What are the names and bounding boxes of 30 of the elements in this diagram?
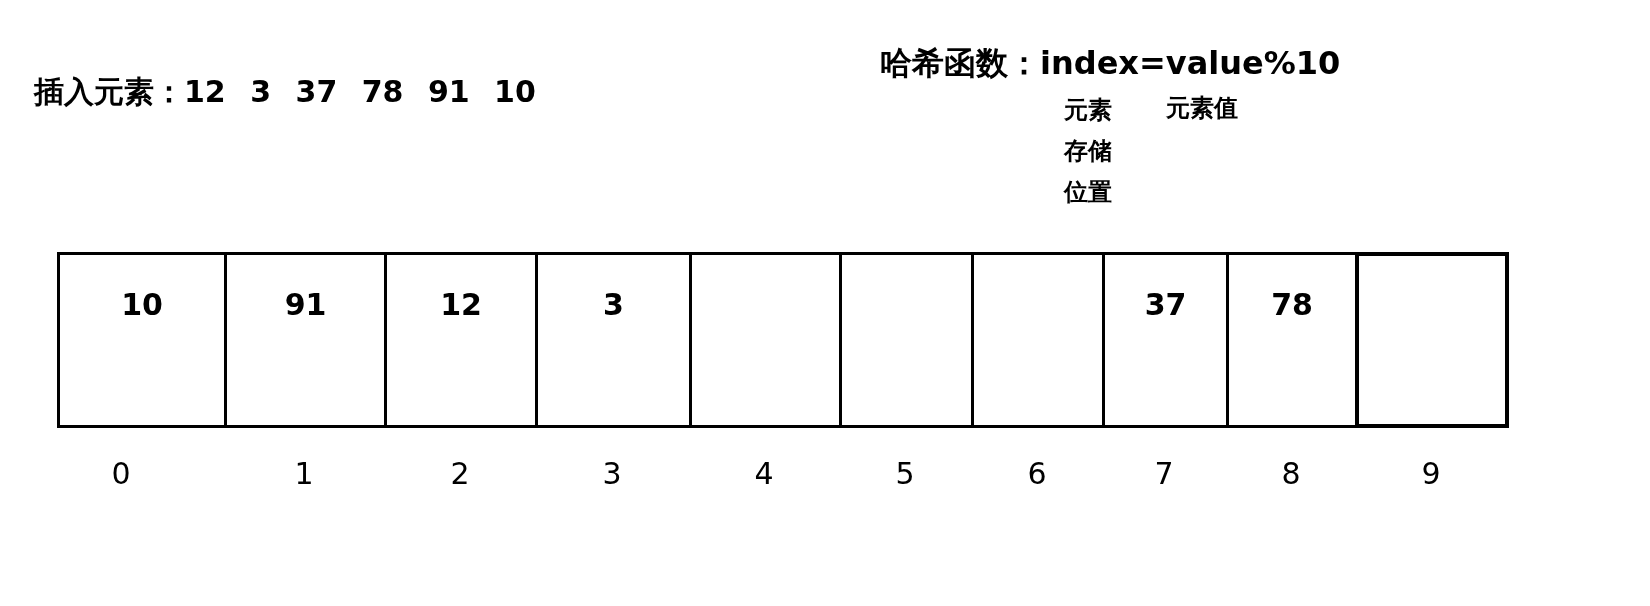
array-cell: [971, 252, 1105, 428]
index-number: 0: [110, 456, 132, 491]
index-number: 1: [293, 456, 315, 491]
cell-value: 10: [120, 287, 164, 322]
index-annotation: 元素存储位置: [1064, 95, 1113, 208]
inserted-elements-note: 插入元素：12 3 37 78 91 10: [34, 73, 536, 111]
cell-value: 37: [1143, 287, 1188, 322]
index-number: 9: [1420, 456, 1442, 491]
index-number: 7: [1153, 456, 1175, 491]
index-number: 2: [449, 456, 471, 491]
index-number: 4: [753, 456, 775, 491]
cell-value: 3: [602, 287, 625, 322]
array-cell: [57, 252, 227, 428]
array-cell: [384, 252, 538, 428]
array-cell: [689, 252, 842, 428]
cell-value: 78: [1270, 287, 1314, 322]
array-cell: [1355, 252, 1509, 428]
array-cell: [1102, 252, 1229, 428]
index-number: 3: [601, 456, 623, 491]
array-cell: [839, 252, 974, 428]
array-cell: [1226, 252, 1358, 428]
index-number: 6: [1026, 456, 1048, 491]
value-annotation: 元素值: [1166, 93, 1238, 124]
index-number: 8: [1280, 456, 1302, 491]
array-cell: [224, 252, 387, 428]
cell-value: 12: [439, 287, 483, 322]
index-number: 5: [894, 456, 916, 491]
array-cell: [535, 252, 692, 428]
cell-value: 91: [283, 287, 328, 322]
hash-function-formula: 哈希函数：index=value%10: [880, 43, 1341, 84]
